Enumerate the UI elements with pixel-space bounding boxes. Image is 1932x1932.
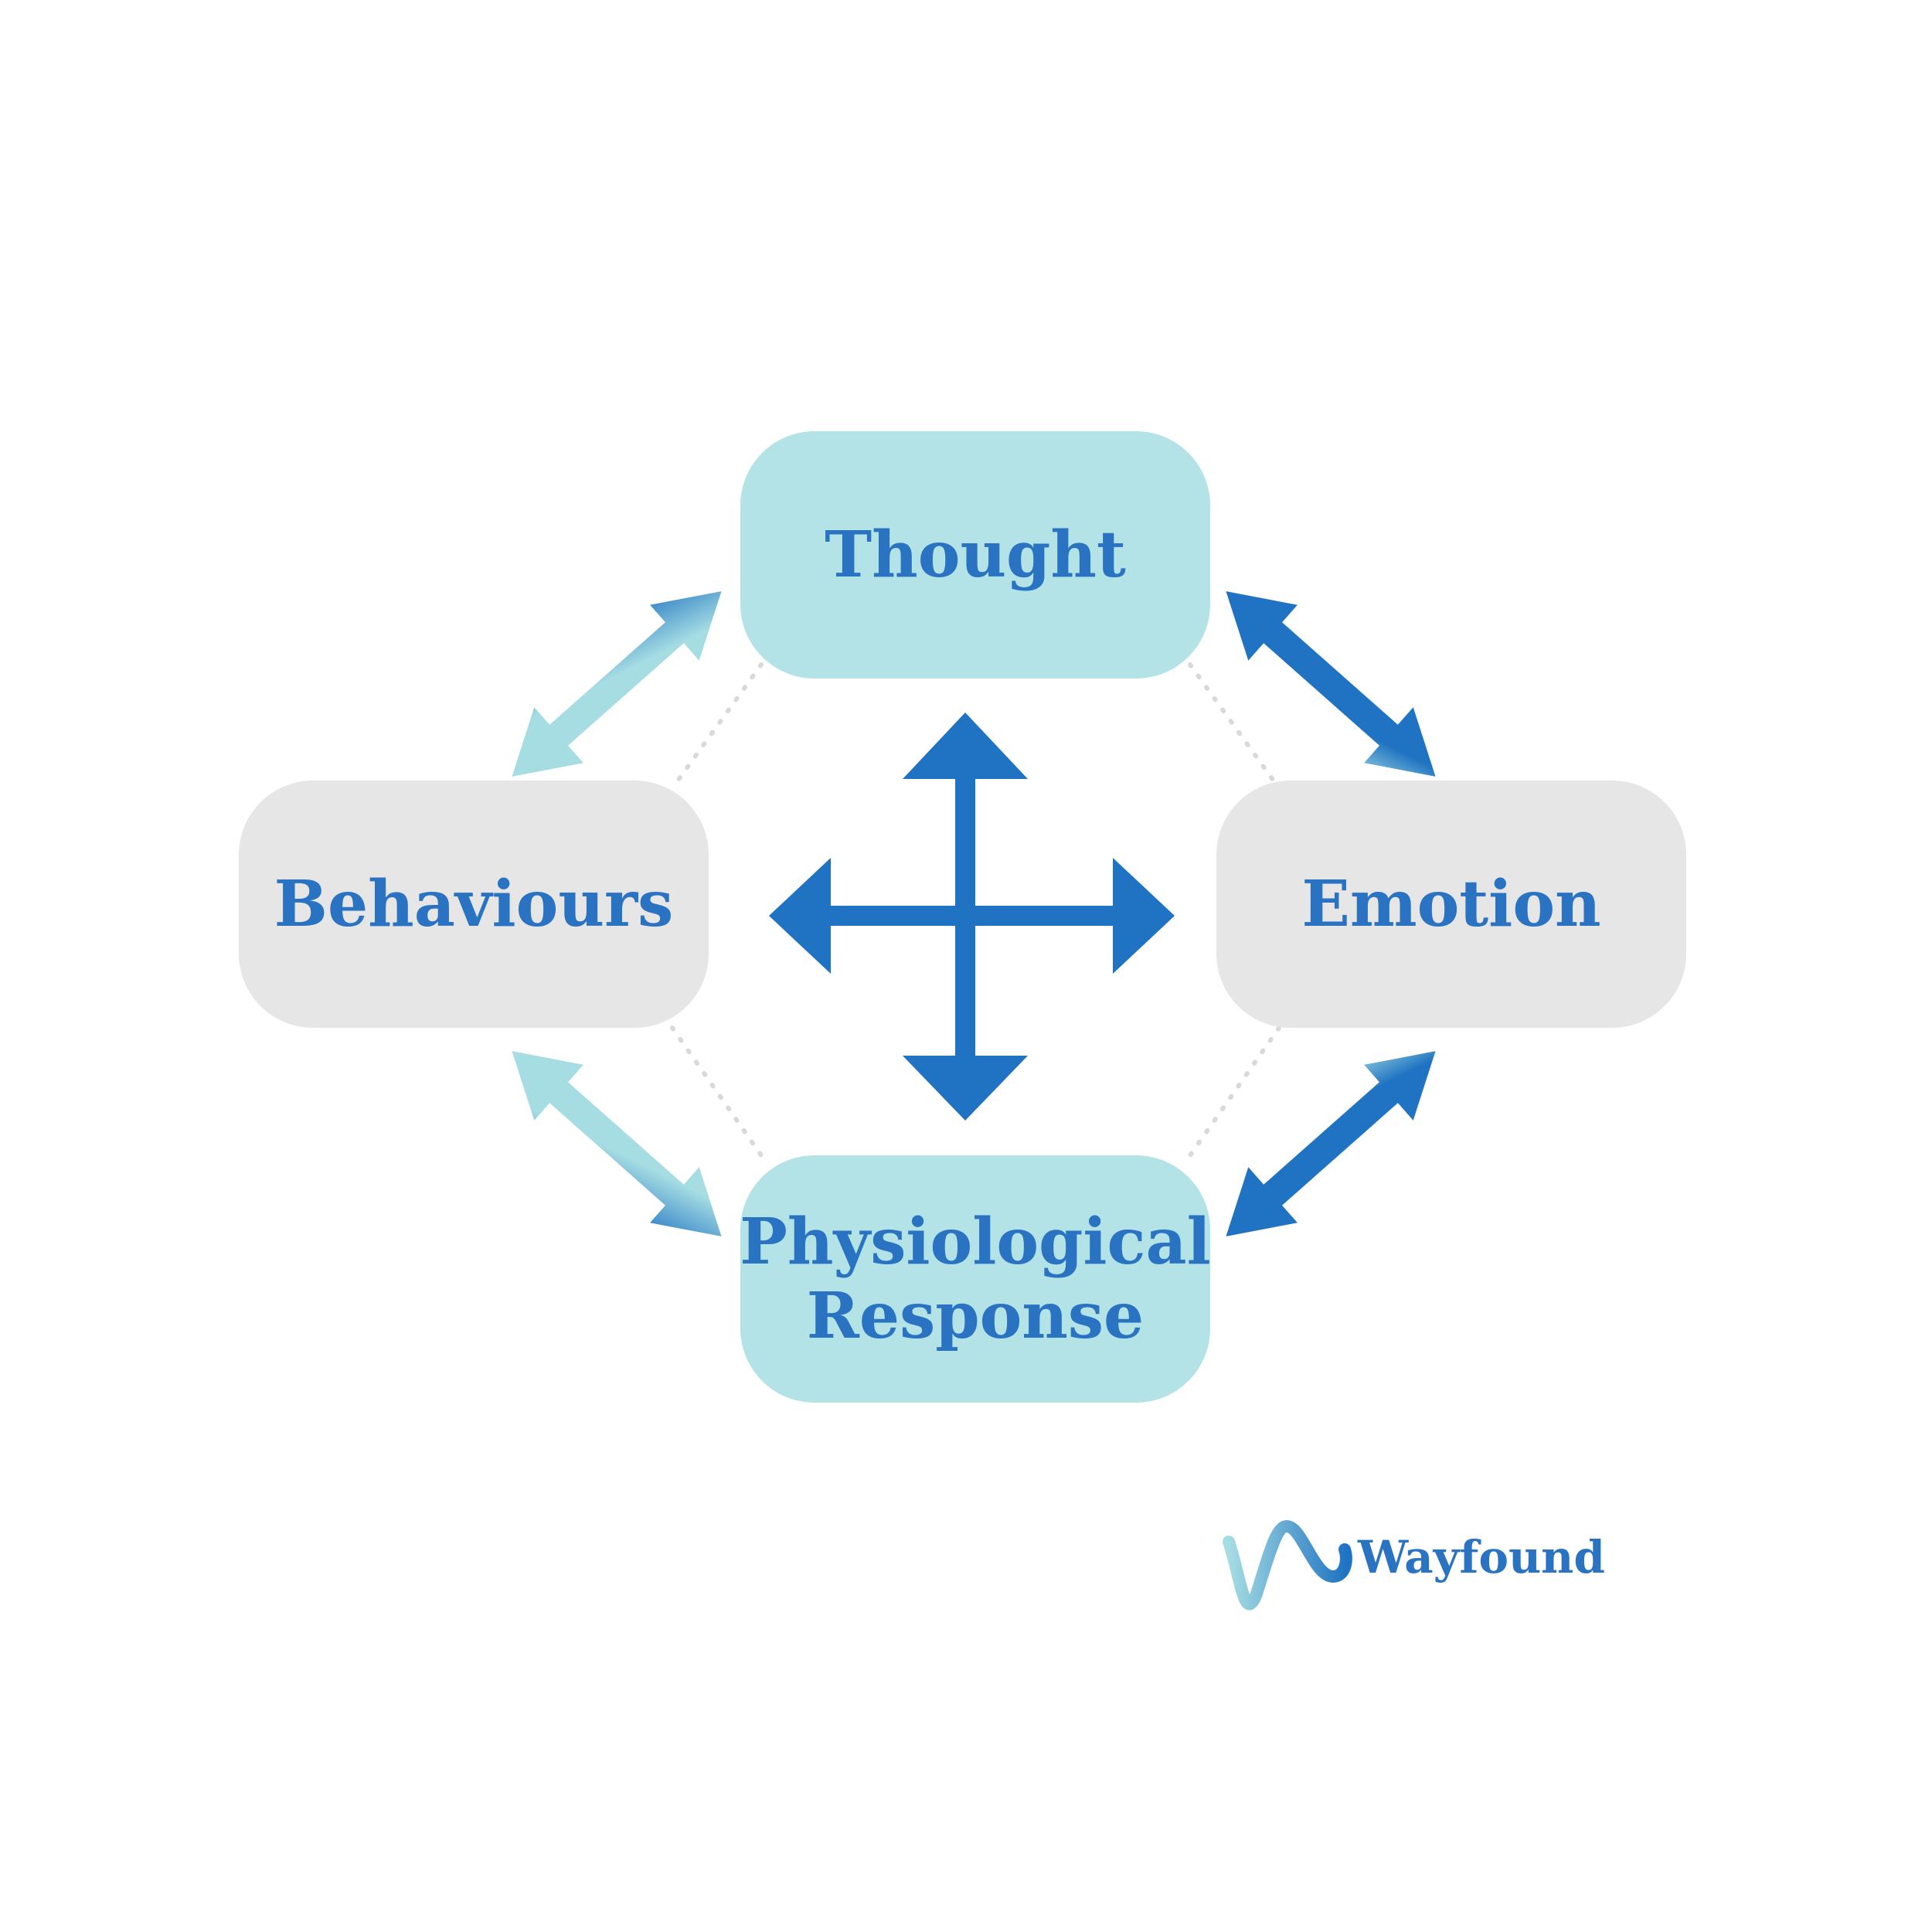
arrow-head-left [769,858,831,974]
physiological-label-line2: Response [806,1279,1145,1353]
wave-logo-icon [1223,1519,1352,1611]
brand-name: Wayfound [1358,1531,1605,1583]
dotted-line-thought-behaviours [670,662,764,791]
double-arrow-behaviours-physio [512,1051,722,1236]
emotion-box: Emotion [1216,781,1686,1028]
arrow-head-right [1113,858,1175,974]
arrow-head-down [903,1056,1028,1121]
behaviours-label: Behaviours [274,867,674,941]
behaviours-box: Behaviours [239,781,709,1028]
dotted-line-thought-emotion [1188,662,1281,791]
arrow-head-up [903,713,1028,779]
double-arrow-behaviours-thought [512,591,722,777]
double-arrow-thought-emotion [1226,591,1436,777]
dotted-connectors [670,662,1281,1158]
emotion-label: Emotion [1301,867,1601,941]
dotted-line-behaviours-physio [670,1026,764,1158]
cross-horizontal-bar [827,906,1121,926]
physiological-response-box: Physiological Response [740,1155,1211,1403]
four-way-arrow-icon [769,713,1175,1121]
dotted-line-emotion-physio [1188,1026,1281,1158]
brand-logo: Wayfound [1212,1507,1605,1607]
thought-label: Thought [825,518,1126,592]
physiological-label-line1: Physiological [740,1205,1211,1279]
double-arrow-emotion-physio [1226,1051,1436,1236]
thought-box: Thought [740,431,1210,679]
